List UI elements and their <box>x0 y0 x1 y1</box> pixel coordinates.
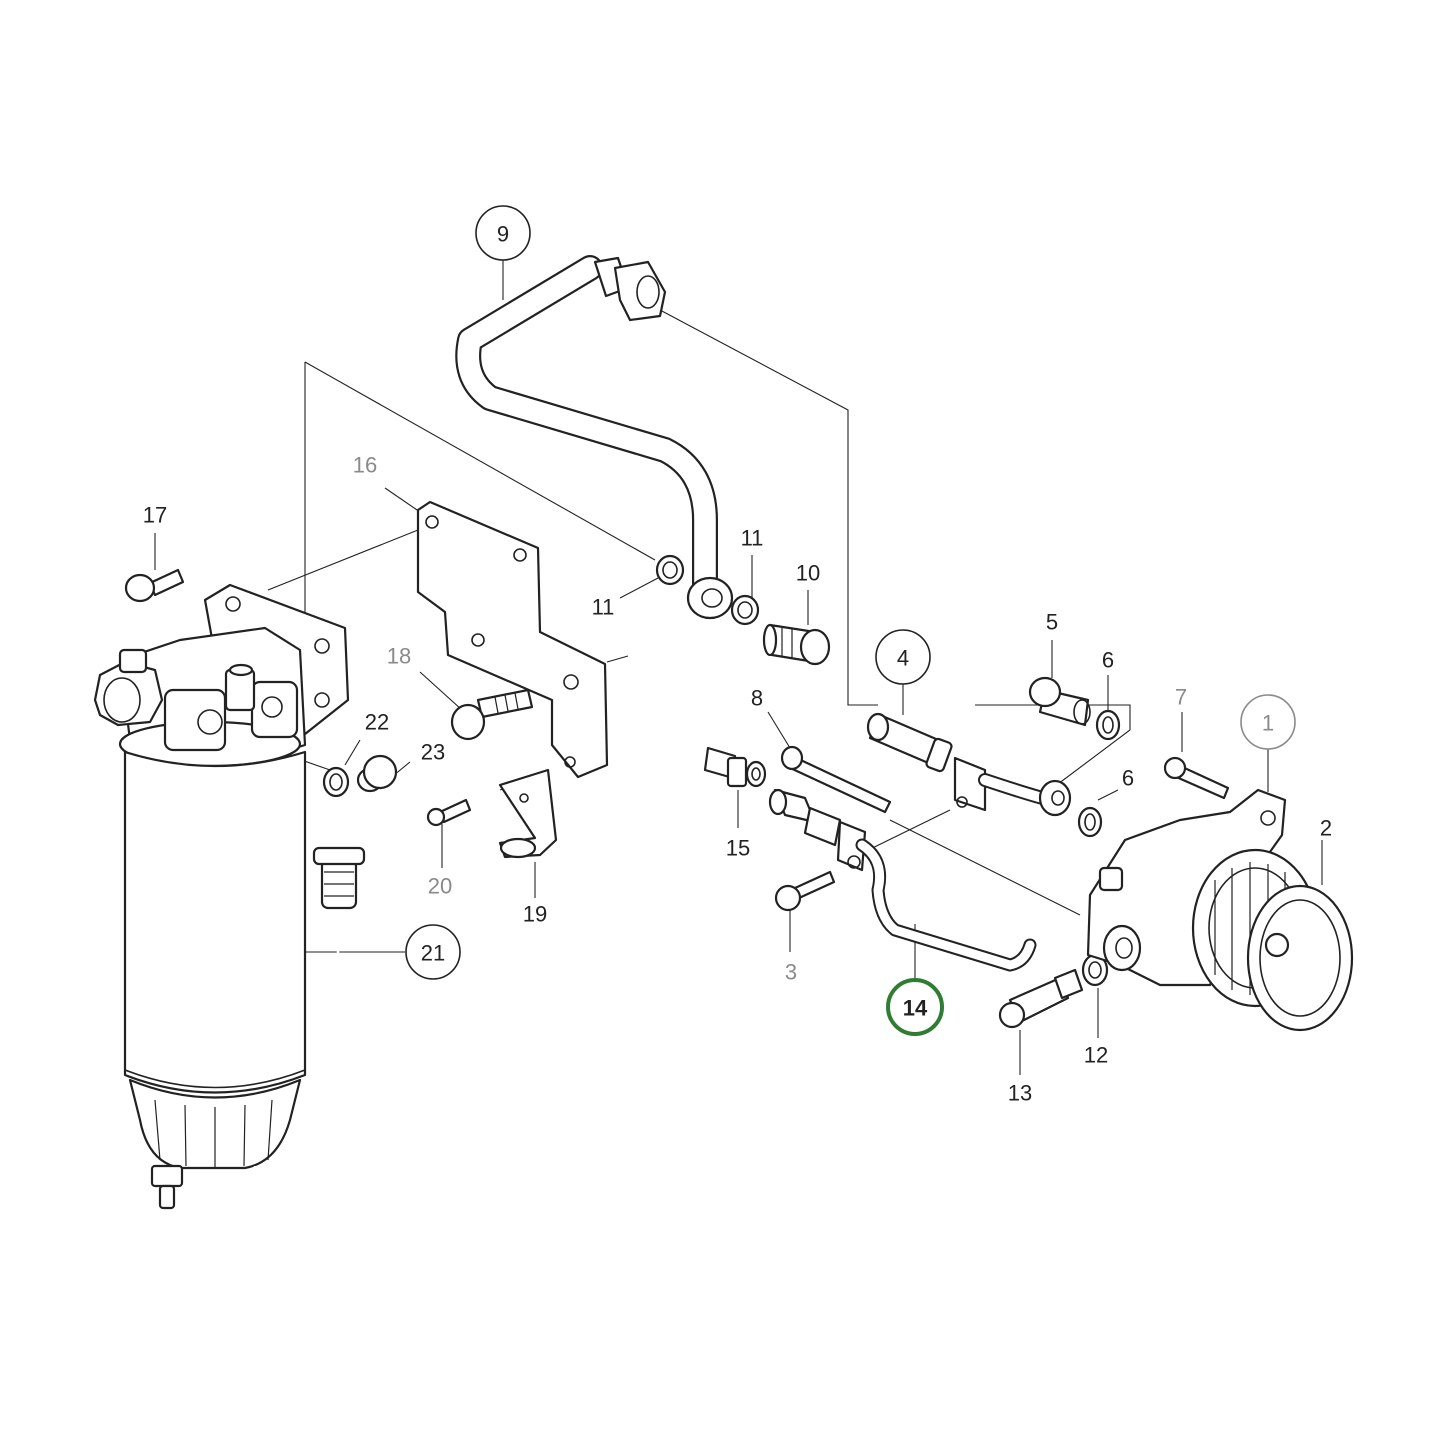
callout-20[interactable]: 20 <box>428 874 452 899</box>
bolt-17 <box>124 568 185 603</box>
callout-2[interactable]: 2 <box>1320 816 1332 841</box>
callout-1[interactable]: 1 <box>1240 694 1296 750</box>
callout-14[interactable]: 14 <box>886 978 944 1036</box>
callout-15[interactable]: 15 <box>726 836 750 861</box>
clip-bracket <box>498 768 558 859</box>
fitting-15 <box>703 746 767 788</box>
callout-18[interactable]: 18 <box>387 644 411 669</box>
banjo-bolt-5 <box>1028 676 1091 727</box>
callout-11-right[interactable]: 11 <box>741 526 764 551</box>
callout-17[interactable]: 17 <box>143 503 167 528</box>
washer-11-right <box>730 594 760 626</box>
fitting-13 <box>998 968 1084 1029</box>
callout-8[interactable]: 8 <box>751 686 763 711</box>
callout-labels: 9 4 21 1 14 2 3 5 6 6 7 8 10 11 11 12 13… <box>143 205 1332 1106</box>
svg-text:4: 4 <box>897 646 909 671</box>
bolt-18 <box>450 688 534 741</box>
svg-text:21: 21 <box>421 941 445 966</box>
svg-text:1: 1 <box>1262 711 1274 736</box>
washer-22 <box>322 766 350 798</box>
callout-3[interactable]: 3 <box>785 960 797 985</box>
fuel-filter-assembly <box>93 583 366 1234</box>
callout-22[interactable]: 22 <box>365 710 389 735</box>
long-bolt-8 <box>780 745 892 814</box>
callout-6-bottom[interactable]: 6 <box>1122 766 1134 791</box>
svg-text:14: 14 <box>903 996 928 1021</box>
washer-6-bottom <box>1077 806 1103 838</box>
fuel-pipe-14 <box>768 788 1037 972</box>
fuel-hose <box>455 255 734 620</box>
callout-7[interactable]: 7 <box>1175 685 1187 710</box>
plug-23 <box>356 754 398 793</box>
mounting-bracket <box>416 500 609 779</box>
callout-4[interactable]: 4 <box>875 629 931 685</box>
callout-21[interactable]: 21 <box>405 924 461 980</box>
fuel-pipe-4 <box>866 712 1072 817</box>
callout-5[interactable]: 5 <box>1046 610 1058 635</box>
callout-13[interactable]: 13 <box>1008 1081 1032 1106</box>
callout-9[interactable]: 9 <box>475 205 531 261</box>
callout-11-left[interactable]: 11 <box>592 595 615 620</box>
callout-10[interactable]: 10 <box>796 561 820 586</box>
bolt-3 <box>774 870 836 912</box>
washer-6-top <box>1095 709 1121 741</box>
feed-pump <box>1086 788 1354 1032</box>
svg-text:9: 9 <box>497 222 509 247</box>
callout-16[interactable]: 16 <box>353 453 377 478</box>
banjo-bolt-10 <box>762 623 831 666</box>
bolt-7 <box>1163 756 1230 800</box>
washer-11-left <box>655 554 685 586</box>
bolt-20 <box>426 798 472 827</box>
callout-6-top[interactable]: 6 <box>1102 648 1114 673</box>
callout-23[interactable]: 23 <box>421 740 445 765</box>
callout-19[interactable]: 19 <box>523 902 547 927</box>
callout-12[interactable]: 12 <box>1084 1043 1108 1068</box>
